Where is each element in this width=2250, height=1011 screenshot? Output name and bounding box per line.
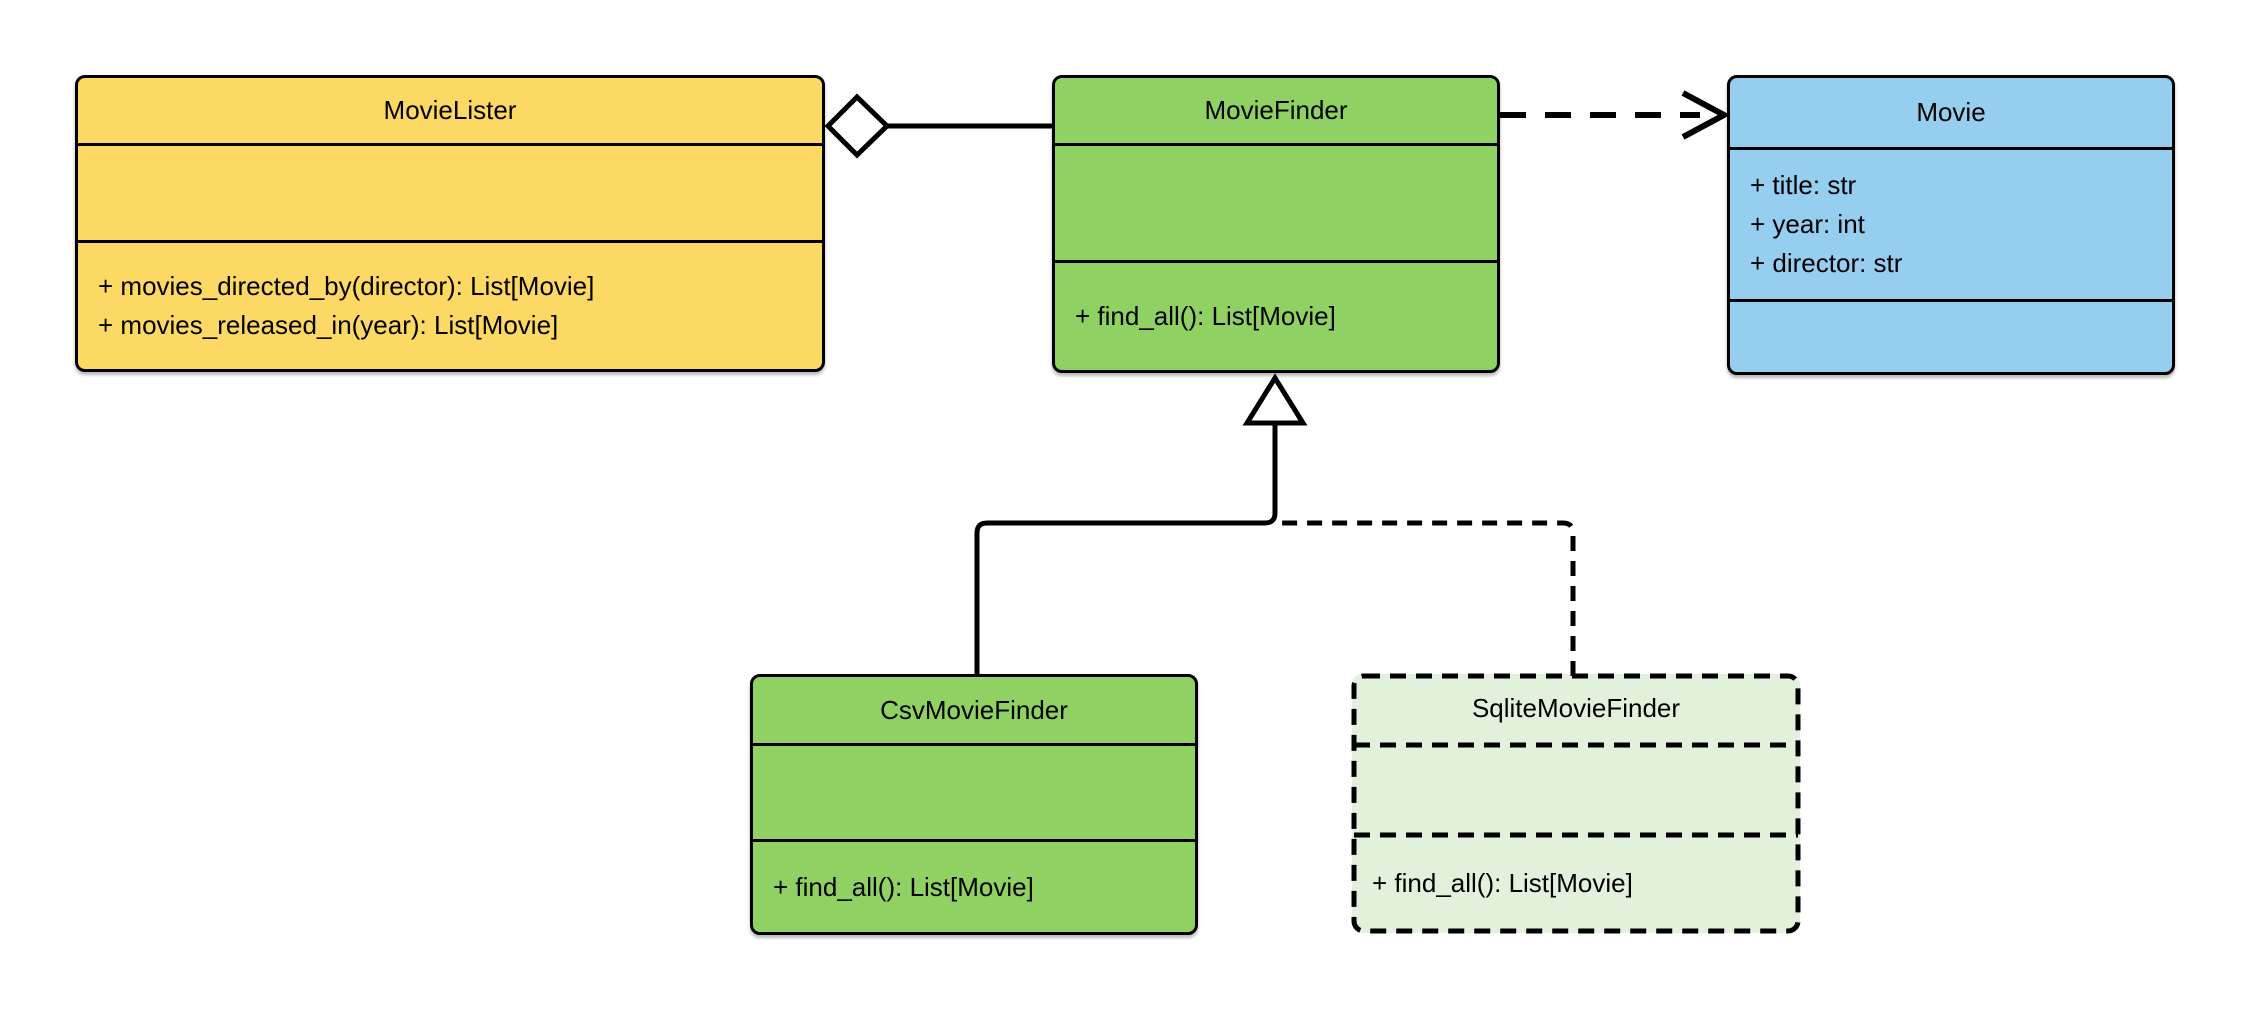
movie-methods-section	[1730, 299, 2172, 372]
method-label: + movies_directed_by(director): List[Mov…	[98, 271, 595, 301]
aggregation-connector-movielister-moviefinder	[824, 93, 1052, 159]
dashed-connector-sqlitemoviefinder-moviefinder	[1280, 520, 1576, 676]
sqlitemoviefinder-attributes-section	[1352, 743, 1800, 833]
sqlitemoviefinder-methods-section: + find_all(): List[Movie]	[1352, 833, 1800, 933]
class-box-moviefinder: MovieFinder + find_all(): List[Movie]	[1052, 75, 1500, 373]
dependency-connector-moviefinder-movie	[1500, 90, 1731, 140]
class-box-csvmoviefinder: CsvMovieFinder + find_all(): List[Movie]	[750, 674, 1198, 935]
method-label: + find_all(): List[Movie]	[773, 871, 1034, 902]
class-box-sqlitemoviefinder: SqliteMovieFinder + find_all(): List[Mov…	[1352, 674, 1800, 933]
inheritance-connector-csvmoviefinder-moviefinder	[974, 373, 1308, 676]
inheritance-hollow-triangle-icon	[1242, 373, 1308, 426]
class-title-sqlitemoviefinder: SqliteMovieFinder	[1471, 693, 1681, 723]
inheritance-line	[974, 423, 1278, 676]
dependency-open-arrowhead-icon	[1681, 90, 1731, 140]
class-title-moviefinder: MovieFinder	[1204, 95, 1348, 125]
aggregation-diamond-icon	[824, 93, 891, 159]
csvmoviefinder-attributes-section	[753, 743, 1195, 839]
movie-attributes-section: + title: str + year: int + director: str	[1730, 147, 2172, 299]
attribute-label: + year: int	[1750, 209, 1865, 239]
movielister-attributes-section	[78, 143, 822, 240]
method-label: + find_all(): List[Movie]	[1075, 301, 1336, 331]
class-box-movie: Movie + title: str + year: int + directo…	[1727, 75, 2175, 375]
attribute-label: + director: str	[1750, 248, 1903, 278]
moviefinder-methods-section: + find_all(): List[Movie]	[1055, 260, 1497, 370]
class-box-movielister: MovieLister + movies_directed_by(directo…	[75, 75, 825, 372]
csvmoviefinder-methods-section: + find_all(): List[Movie]	[753, 839, 1195, 932]
class-title-movie: Movie	[1916, 97, 1986, 127]
attribute-label: + title: str	[1750, 170, 1857, 200]
movielister-methods-section: + movies_directed_by(director): List[Mov…	[78, 240, 822, 369]
class-title-movielister: MovieLister	[383, 95, 517, 125]
moviefinder-attributes-section	[1055, 143, 1497, 260]
class-title-csvmoviefinder: CsvMovieFinder	[880, 694, 1068, 725]
method-label: + movies_released_in(year): List[Movie]	[98, 310, 559, 340]
method-label: + find_all(): List[Movie]	[1372, 867, 1633, 898]
dashed-inheritance-line	[1280, 520, 1576, 676]
